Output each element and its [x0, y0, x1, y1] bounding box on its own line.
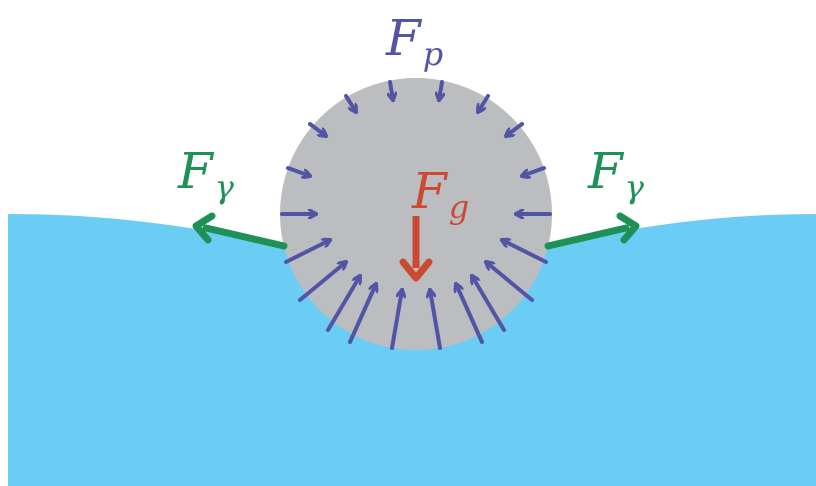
- gravity-arrow: [399, 216, 433, 282]
- pressure-arrow: [486, 262, 534, 302]
- pressure-arrow: [439, 80, 442, 100]
- pressure-arrow: [298, 262, 346, 302]
- surface-tension-label-left: Fγ: [177, 142, 235, 206]
- surface-tension-arrow-right: [544, 212, 640, 250]
- water-body: [8, 214, 816, 486]
- pressure-arrow: [472, 276, 506, 332]
- pressure-arrow: [390, 290, 402, 350]
- pressure-arrow: [284, 240, 330, 264]
- pressure-arrow: [390, 80, 393, 100]
- pressure-arrow: [456, 284, 484, 344]
- pressure-arrow: [348, 284, 376, 344]
- pressure-arrow: [344, 94, 356, 112]
- pressure-arrow: [522, 166, 546, 176]
- surface-tension-arrow-left: [192, 212, 288, 250]
- pressure-arrow: [286, 166, 310, 176]
- pressure-arrow: [506, 122, 524, 136]
- pressure-arrow: [308, 122, 326, 136]
- pressure-arrows: [280, 80, 552, 350]
- sphere: [280, 78, 552, 350]
- pressure-arrow: [502, 240, 548, 264]
- gravity-force-label: Fg: [411, 162, 469, 226]
- pressure-arrow: [326, 276, 360, 332]
- pressure-arrow: [430, 290, 442, 350]
- pressure-arrow: [478, 94, 490, 112]
- pressure-force-label: Fp: [385, 9, 443, 73]
- surface-tension-label-right: Fγ: [587, 142, 645, 206]
